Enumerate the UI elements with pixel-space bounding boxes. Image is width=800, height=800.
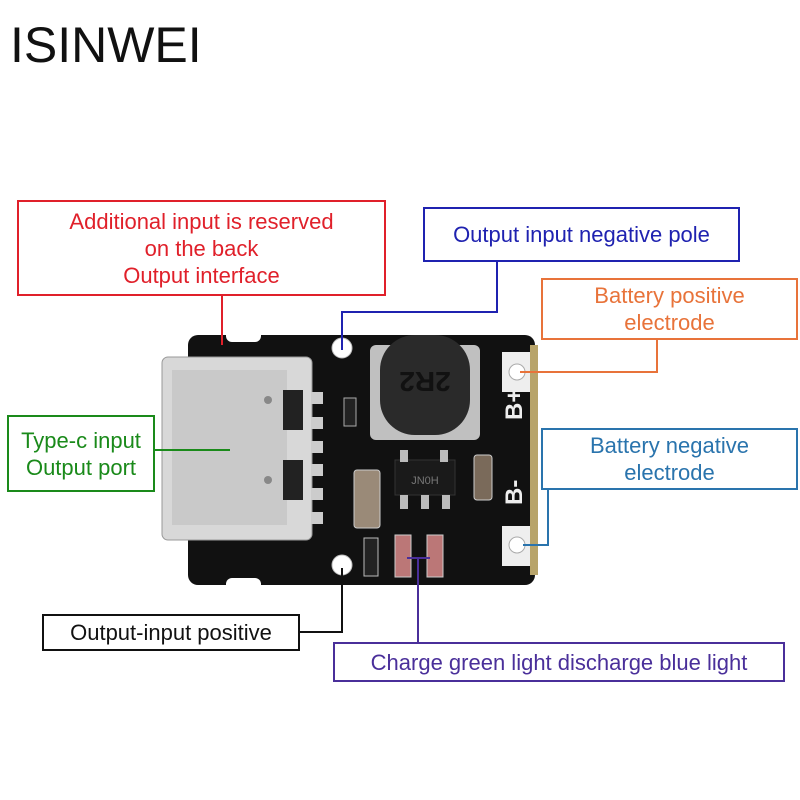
label-line: Additional input is reserved [69, 208, 334, 234]
label-line: Battery positive [594, 283, 745, 308]
brand-title: ISINWEI [10, 17, 202, 73]
smd-pads [311, 392, 323, 524]
svg-text:JN0H: JN0H [411, 475, 439, 487]
label-line: Type-c input [21, 427, 141, 453]
label-line: Output interface [123, 262, 280, 288]
label-negative-pole: Output input negative pole [423, 207, 740, 262]
label-positive: Output-input positive [42, 614, 300, 651]
label-line: Output port [25, 454, 137, 480]
label-line: Output-input positive [70, 620, 272, 645]
svg-text:2R2: 2R2 [399, 366, 450, 397]
label-line: Output input negative pole [453, 222, 710, 247]
label-leds: Charge green light discharge blue light [333, 642, 785, 682]
label-line: Battery negative [590, 433, 749, 458]
label-battery-negative: Battery negative electrode [541, 428, 798, 490]
label-line: electrode [624, 460, 715, 485]
inductor: 2R2 [370, 335, 480, 440]
label-line: on the back [144, 235, 259, 261]
capacitors [343, 397, 493, 529]
leds [363, 534, 444, 578]
chip: JN0H [394, 450, 456, 509]
label-back-output: Additional input is reserved on the back… [17, 200, 386, 296]
label-typec: Type-c input Output port [7, 415, 155, 492]
label-line: Charge green light discharge blue light [370, 649, 748, 675]
label-line: electrode [624, 310, 715, 335]
usb-c-connector [161, 356, 313, 541]
leader-lines [155, 262, 658, 643]
b-minus-label: B- [501, 480, 528, 505]
label-battery-positive: Battery positive electrode [541, 278, 798, 340]
b-plus-label: B+ [501, 389, 528, 420]
